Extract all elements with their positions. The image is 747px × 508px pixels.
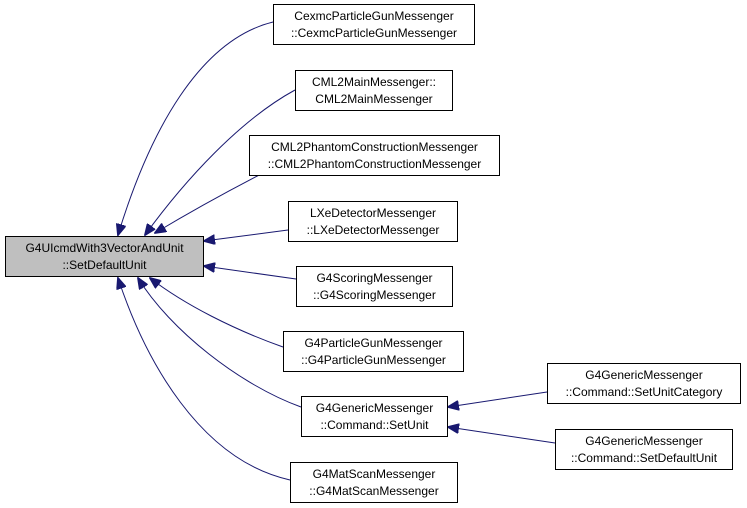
edge-setunitcategory-to-setunit (448, 391, 548, 407)
node-line2: ::Command::SetUnitCategory (565, 384, 723, 399)
node-line2: ::G4ScoringMessenger (313, 287, 436, 302)
root-line1: G4UIcmdWith3VectorAndUnit (25, 240, 184, 255)
caller-node-g4particlegun[interactable]: G4ParticleGunMessenger ::G4ParticleGunMe… (283, 331, 464, 372)
node-line1: G4GenericMessenger (585, 433, 703, 448)
edge-cexmc-to-root (118, 21, 274, 235)
caller-node-setunit[interactable]: G4GenericMessenger ::Command::SetUnit (301, 396, 448, 437)
caller-node-setunitcategory[interactable]: G4GenericMessenger ::Command::SetUnitCat… (547, 363, 741, 404)
node-line1: G4ScoringMessenger (316, 270, 433, 285)
node-line2: ::G4ParticleGunMessenger (301, 352, 446, 367)
node-line1: G4GenericMessenger (315, 400, 434, 415)
node-line1: CML2PhantomConstructionMessenger (271, 139, 478, 154)
node-line1: G4MatScanMessenger (312, 466, 436, 481)
node-line2: ::CexmcParticleGunMessenger (290, 25, 458, 40)
root-line2: ::SetDefaultUnit (62, 257, 147, 272)
node-line1: CML2MainMessenger:: (311, 74, 437, 89)
node-line1: CexmcParticleGunMessenger (294, 8, 454, 23)
caller-node-setdefaultunit[interactable]: G4GenericMessenger ::Command::SetDefault… (555, 429, 733, 470)
node-line2: ::CML2PhantomConstructionMessenger (267, 156, 482, 171)
root-node: G4UIcmdWith3VectorAndUnit ::SetDefaultUn… (5, 236, 204, 277)
edge-setdefaultunit-to-setunit (448, 427, 556, 444)
node-line1: G4GenericMessenger (585, 367, 703, 382)
node-line2: ::Command::SetUnit (320, 417, 429, 432)
node-line2: ::LXeDetectorMessenger (306, 222, 440, 237)
caller-node-cml2main[interactable]: CML2MainMessenger:: CML2MainMessenger (295, 70, 453, 111)
edge-g4particlegun-to-root (150, 278, 284, 348)
edge-lxe-to-root (204, 229, 289, 241)
node-line1: G4ParticleGunMessenger (304, 335, 443, 350)
edge-matscan-to-root (118, 278, 291, 481)
node-line2: CML2MainMessenger (315, 91, 433, 106)
edge-cml2main-to-root (145, 89, 296, 235)
caller-node-lxe[interactable]: LXeDetectorMessenger ::LXeDetectorMessen… (288, 201, 458, 242)
edge-cml2phantom-to-root (155, 171, 266, 233)
edge-g4scoring-to-root (204, 266, 297, 280)
caller-node-g4scoring[interactable]: G4ScoringMessenger ::G4ScoringMessenger (296, 266, 453, 307)
caller-node-cml2phantom[interactable]: CML2PhantomConstructionMessenger ::CML2P… (249, 135, 500, 176)
caller-node-cexmc[interactable]: CexmcParticleGunMessenger ::CexmcParticl… (273, 4, 475, 45)
node-line2: ::G4MatScanMessenger (309, 483, 439, 498)
node-line2: ::Command::SetDefaultUnit (570, 450, 718, 465)
caller-node-matscan[interactable]: G4MatScanMessenger ::G4MatScanMessenger (290, 462, 458, 503)
edge-setunit-to-root (138, 278, 302, 408)
node-line1: LXeDetectorMessenger (309, 205, 437, 220)
